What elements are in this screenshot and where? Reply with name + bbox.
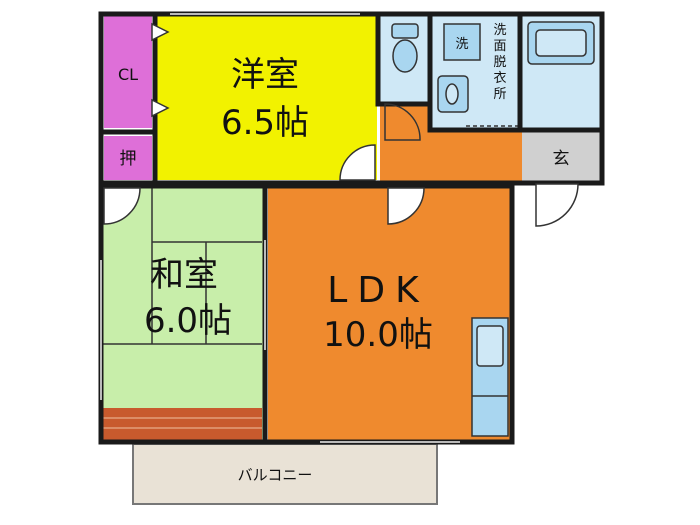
kitchen-counter-icon <box>471 317 509 437</box>
bathtub-icon <box>527 21 595 65</box>
windows <box>100 13 460 443</box>
closet-door-marks <box>151 22 170 118</box>
balcony <box>132 443 438 505</box>
oshiire-label: 押 <box>120 149 137 169</box>
sink-icon <box>437 75 469 113</box>
ldk-size: 10.0帖 <box>323 315 433 355</box>
western-room-size: 6.5帖 <box>221 103 309 143</box>
entrance-label: 玄 <box>553 149 570 169</box>
closet-label: CL <box>118 65 138 84</box>
entrance-room <box>522 130 600 184</box>
closet-room <box>104 16 152 128</box>
ldk-name: LDK <box>327 270 428 311</box>
oshiire-room <box>104 136 152 180</box>
japanese-room-size: 6.0帖 <box>144 301 232 341</box>
western-room-name: 洋室 <box>231 55 299 95</box>
toilet-icon <box>391 23 419 73</box>
washer-label: 洗 <box>455 37 468 52</box>
washer-icon: 洗 <box>443 23 481 61</box>
washroom-label: 洗面脱衣所 <box>493 23 506 102</box>
balcony-label: バルコニー <box>238 466 313 484</box>
western-room <box>155 16 377 180</box>
wood-floor-strip <box>102 408 262 440</box>
door-swings <box>103 103 579 227</box>
tatami-lines <box>102 188 262 345</box>
japanese-room <box>102 188 266 440</box>
japanese-room-name: 和室 <box>150 255 218 295</box>
